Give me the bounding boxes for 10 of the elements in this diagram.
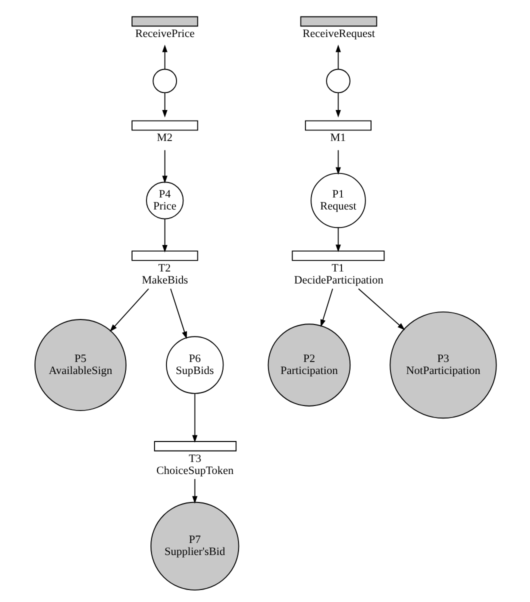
node-label: T3 xyxy=(188,452,201,465)
node-label: M1 xyxy=(330,132,346,144)
node-label: M2 xyxy=(156,132,172,144)
node-label: MakeBids xyxy=(141,274,188,287)
node-label: DecideParticipation xyxy=(294,274,383,287)
node-label: ChoiceSupToken xyxy=(156,464,234,477)
node-label: ReceivePrice xyxy=(134,28,194,40)
node-label: ReceiveRequest xyxy=(302,28,374,40)
node-label: T2 xyxy=(158,262,170,274)
node-label: T1 xyxy=(331,262,344,274)
